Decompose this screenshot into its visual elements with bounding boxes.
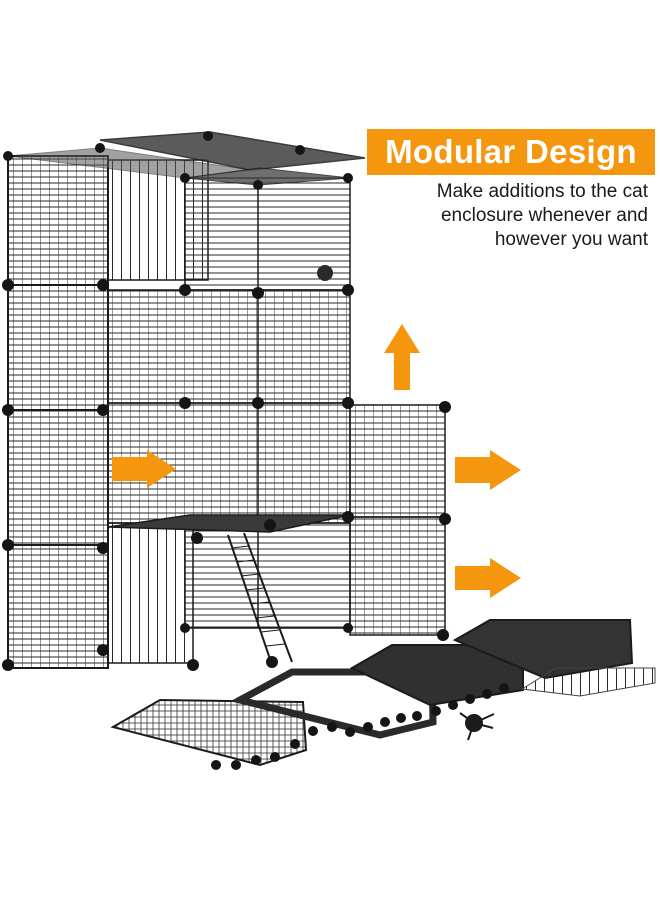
arrow-right-icon — [112, 450, 176, 488]
loose-parts — [110, 619, 656, 770]
arrow-right-icon — [455, 558, 521, 598]
headline-banner: Modular Design — [367, 129, 655, 175]
feature-caption: Make additions to the cat enclosure when… — [348, 180, 648, 252]
right-extension-panels — [349, 404, 446, 636]
left-side-panels — [7, 155, 109, 669]
headline-text: Modular Design — [385, 133, 637, 170]
shelf-and-ladder — [107, 514, 351, 666]
caption-line: however you want — [494, 229, 648, 250]
arrow-right-icon — [455, 450, 521, 490]
back-panels — [107, 159, 351, 664]
roof-panels — [7, 131, 366, 186]
panel-connectors — [2, 131, 451, 671]
caption-line: Make additions to the cat — [436, 181, 648, 202]
arrow-up-icon — [384, 324, 420, 390]
caption-line: enclosure whenever and — [440, 205, 648, 226]
